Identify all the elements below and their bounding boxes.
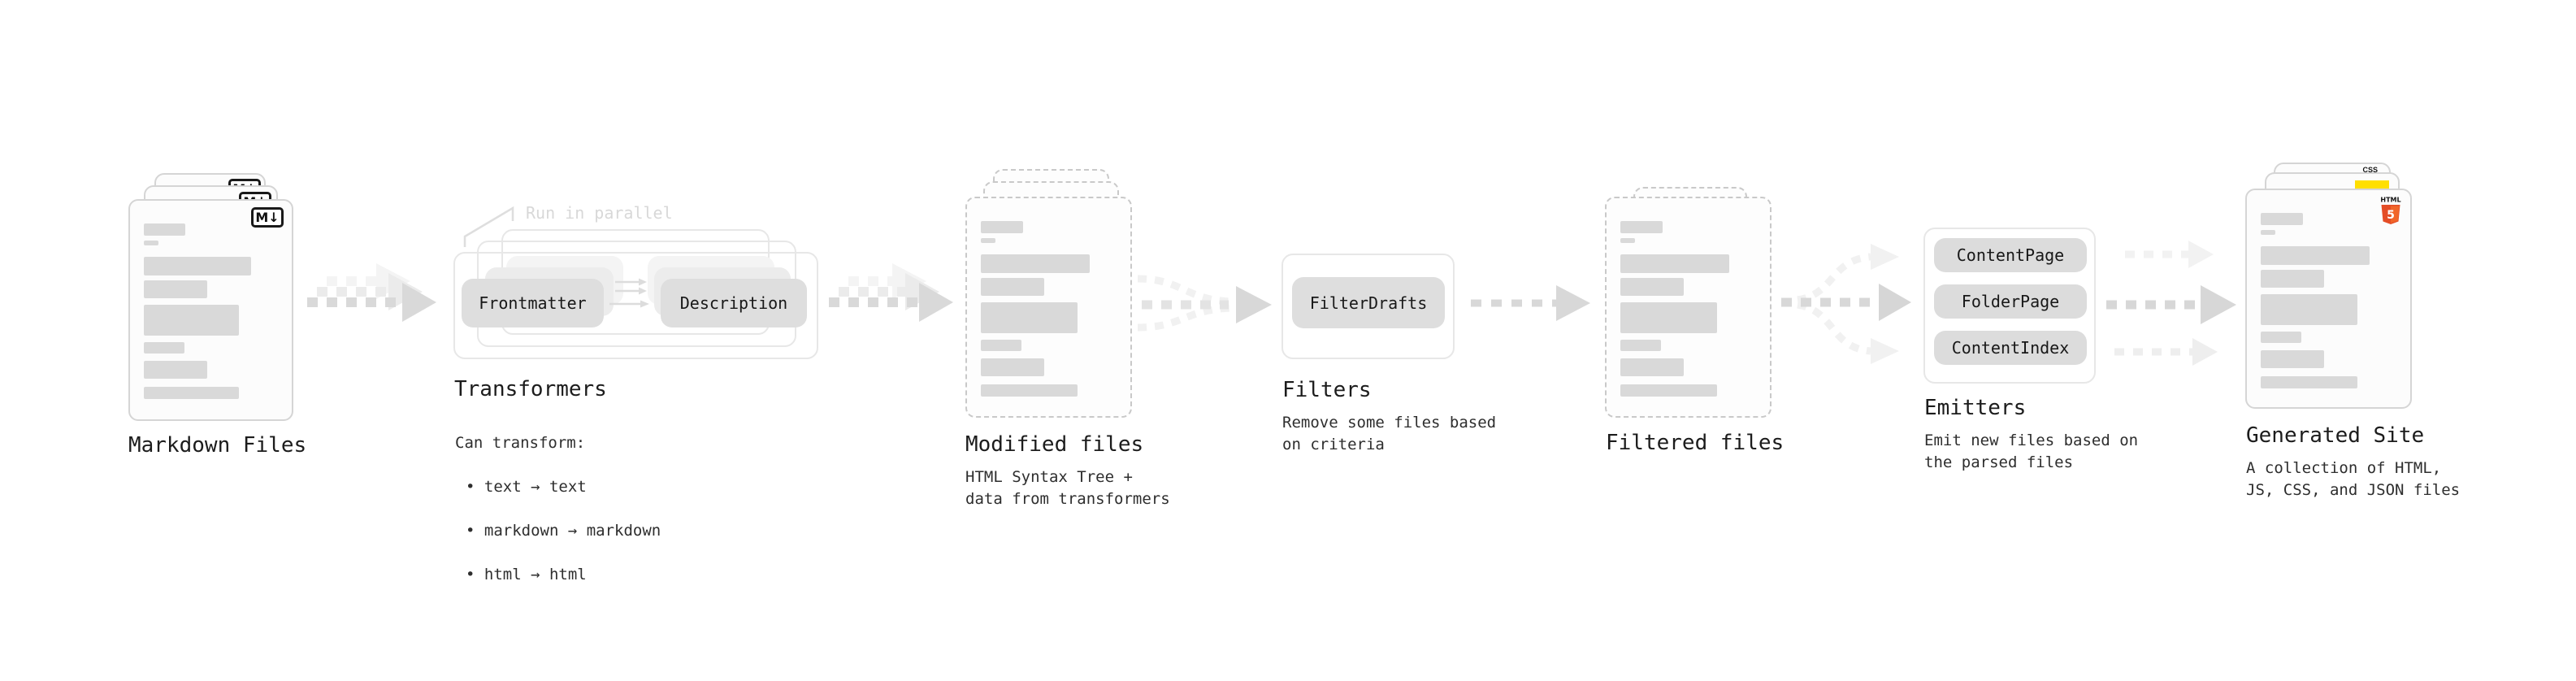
transformer-box-description: Description — [661, 279, 807, 327]
generated-document-front: HTML 5 — [2245, 189, 2412, 409]
text-placeholder-bar — [2261, 246, 2370, 265]
filters-label: Filters — [1282, 378, 1372, 402]
text-placeholder-bar — [144, 361, 207, 379]
text-placeholder-bar — [144, 305, 240, 336]
text-placeholder-bar — [144, 257, 251, 275]
arrow-modified-to-filters — [1137, 275, 1272, 332]
text-placeholder-bar — [1620, 384, 1717, 397]
text-placeholder-bar — [1620, 340, 1662, 351]
text-placeholder-bar — [981, 278, 1045, 296]
generated-site-description: A collection of HTML, JS, CSS, and JSON … — [2246, 459, 2461, 499]
text-placeholder-bar — [1620, 278, 1685, 296]
text-placeholder-bar — [981, 221, 1023, 233]
text-placeholder-bar — [1620, 238, 1636, 243]
svg-text:5: 5 — [2387, 209, 2395, 222]
arrow-emitters-to-generated — [2106, 241, 2236, 366]
filters-description: Remove some files based on criteria — [1282, 414, 1497, 453]
emitters-label: Emitters — [1924, 396, 2027, 420]
transformers-description: Can transform: • text → text • markdown … — [455, 410, 661, 608]
run-in-parallel-callout-line — [463, 206, 514, 247]
frontmatter-to-description-arrows — [609, 278, 649, 308]
svg-text:HTML: HTML — [2380, 197, 2400, 204]
modified-files-label: Modified files — [965, 432, 1144, 457]
text-placeholder-bar — [1620, 254, 1729, 273]
markdown-icon: M↓ — [251, 207, 284, 228]
filters-panel — [1281, 254, 1455, 359]
doc-content-placeholder — [981, 221, 1117, 397]
emitter-box-folderpage: FolderPage — [1934, 284, 2087, 319]
arrow-filters-to-filtered — [1471, 285, 1590, 321]
doc-content-placeholder — [144, 223, 278, 399]
text-placeholder-bar — [981, 384, 1078, 397]
transformers-label: Transformers — [454, 377, 607, 401]
markdown-document-front: M↓ — [128, 199, 293, 421]
filtered-files-label: Filtered files — [1606, 431, 1785, 455]
text-placeholder-bar — [2261, 332, 2302, 343]
text-placeholder-bar — [2261, 230, 2276, 235]
emitters-description: Emit new files based on the parsed files — [1924, 432, 2139, 471]
text-placeholder-bar — [2261, 213, 2303, 225]
html5-icon: HTML 5 — [2380, 197, 2401, 224]
text-placeholder-bar — [144, 280, 207, 298]
arrow-transformers-to-modified — [829, 263, 953, 322]
text-placeholder-bar — [1620, 302, 1717, 333]
modified-document-front — [965, 197, 1132, 418]
markdown-files-label: Markdown Files — [128, 433, 307, 458]
transformers-desc-title: Can transform: — [455, 434, 586, 452]
transformer-box-frontmatter: Frontmatter — [462, 279, 604, 327]
text-placeholder-bar — [981, 238, 996, 243]
emitter-box-contentpage: ContentPage — [1934, 238, 2087, 272]
generated-site-label: Generated Site — [2246, 423, 2425, 448]
transformers-bullet: • html → html — [466, 566, 587, 583]
text-placeholder-bar — [1620, 221, 1663, 233]
text-placeholder-bar — [2261, 294, 2357, 325]
text-placeholder-bar — [2261, 350, 2325, 368]
filtered-document-front — [1605, 197, 1772, 418]
text-placeholder-bar — [981, 302, 1078, 333]
doc-content-placeholder — [2261, 213, 2396, 388]
text-placeholder-bar — [981, 254, 1090, 273]
text-placeholder-bar — [981, 358, 1045, 376]
text-placeholder-bar — [981, 340, 1022, 351]
transformers-panel-front — [453, 252, 818, 359]
modified-files-description: HTML Syntax Tree + data from transformer… — [965, 468, 1170, 508]
filter-box-filterdrafts: FilterDrafts — [1292, 277, 1445, 328]
text-placeholder-bar — [144, 387, 240, 399]
text-placeholder-bar — [144, 342, 184, 354]
text-placeholder-bar — [144, 241, 159, 245]
transformers-bullet: • text → text — [466, 478, 587, 496]
emitter-box-contentindex: ContentIndex — [1934, 331, 2087, 365]
arrow-markdown-to-transformers — [307, 263, 436, 322]
emitters-panel — [1923, 228, 2096, 384]
transformers-bullet: • markdown → markdown — [466, 522, 661, 540]
run-in-parallel-annotation: Run in parallel — [526, 203, 673, 223]
arrow-filtered-to-emitters — [1781, 244, 1911, 364]
text-placeholder-bar — [2261, 270, 2325, 288]
doc-content-placeholder — [1620, 221, 1756, 397]
text-placeholder-bar — [2261, 376, 2357, 388]
text-placeholder-bar — [1620, 358, 1685, 376]
text-placeholder-bar — [144, 223, 186, 236]
